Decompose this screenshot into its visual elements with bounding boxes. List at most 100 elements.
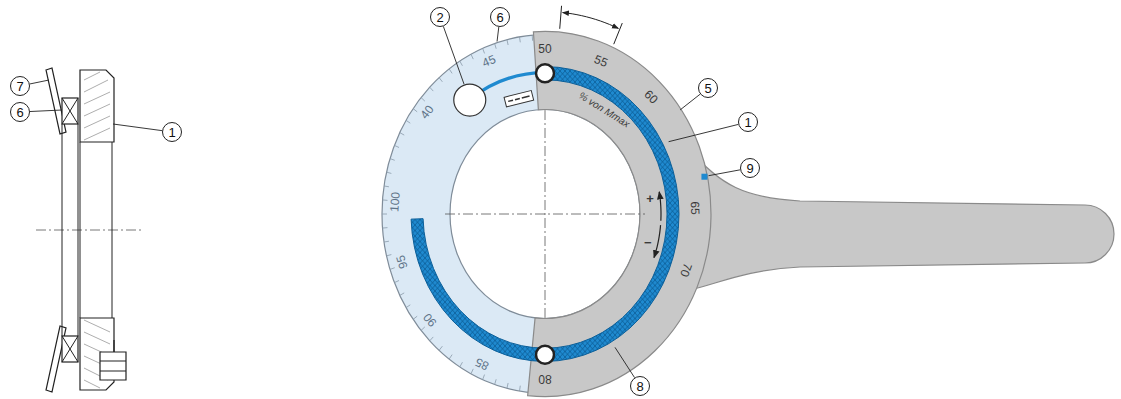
callout-circle	[11, 77, 30, 96]
center-lines	[445, 110, 645, 318]
bearing-cross	[62, 98, 78, 124]
wrench-handle	[690, 150, 1114, 290]
leader-line	[497, 27, 499, 42]
scale-tick	[495, 379, 497, 384]
scale-tick	[483, 375, 485, 380]
leader-line	[30, 80, 49, 84]
scale-tick	[460, 362, 463, 367]
scale-tick	[390, 268, 395, 270]
stamp-marks	[508, 96, 529, 101]
scale-value: 50	[537, 43, 552, 55]
bearing-box	[62, 336, 78, 362]
body-lines	[62, 124, 112, 230]
callout-number: 9	[745, 162, 754, 175]
leader-line	[615, 347, 635, 377]
callout-circle	[491, 8, 510, 27]
index-mark	[701, 174, 707, 180]
index-hole	[454, 84, 486, 116]
bearing-cross	[62, 336, 78, 362]
callout-number: 2	[435, 11, 444, 24]
leader-line	[30, 110, 62, 112]
leader-line	[708, 170, 740, 176]
center-line	[36, 230, 142, 231]
callout-number: 6	[495, 11, 504, 24]
scale-tick	[483, 48, 485, 53]
ring-hatch	[84, 72, 110, 140]
leader-line	[680, 94, 700, 110]
scale-tick	[421, 98, 425, 102]
ring-section	[80, 70, 114, 142]
scale-tick	[406, 120, 410, 123]
scale-tick	[507, 40, 508, 45]
scale-tick	[430, 337, 434, 341]
callout-number: 5	[703, 82, 712, 95]
extension-line	[614, 23, 623, 44]
scale-tick	[394, 281, 399, 283]
scale-tick	[519, 386, 521, 391]
callout-circle	[431, 8, 450, 27]
side-view	[36, 68, 142, 392]
scale-tick	[430, 87, 434, 91]
direction-arrow	[659, 192, 661, 221]
scale-tick	[394, 145, 399, 147]
callout-circle	[739, 113, 758, 132]
scale-tick	[532, 35, 533, 40]
scale-tick	[383, 227, 388, 228]
direction-sign: +	[645, 191, 655, 204]
scale-tick	[421, 327, 425, 331]
scale-tick	[387, 172, 392, 173]
scale-tick	[390, 159, 395, 161]
clamp-screw	[536, 64, 554, 82]
adjust-slot-left	[411, 219, 545, 362]
upper-section	[46, 68, 114, 230]
direction-arrow	[654, 225, 661, 258]
leader-line	[443, 26, 464, 84]
callout-circle	[631, 377, 650, 396]
scale-value: 100	[389, 191, 403, 214]
extension-line	[560, 6, 562, 29]
scale-tick	[413, 109, 417, 112]
callout-circle	[699, 79, 718, 98]
scale-tick	[471, 369, 473, 374]
scale-tick	[400, 133, 404, 135]
scale-tick	[413, 316, 417, 319]
dimension-arc	[563, 13, 619, 29]
scale-tick	[471, 54, 473, 59]
scale-tick	[383, 199, 388, 200]
scale-tick	[439, 78, 442, 82]
scale-value: 80	[537, 373, 552, 385]
bearing-box	[62, 98, 78, 124]
scale-tick	[449, 69, 452, 73]
scale-tick	[507, 383, 508, 388]
scale-value: 65	[689, 200, 702, 216]
callout-number: 7	[15, 80, 24, 93]
stamp-plate	[504, 90, 534, 106]
callout-circle	[163, 123, 182, 142]
callout-number: 1	[167, 126, 176, 139]
clamp-bolt	[100, 340, 126, 380]
direction-sign: −	[643, 236, 653, 249]
scale-tick	[449, 355, 452, 359]
scale-tick	[495, 43, 497, 48]
leader-line	[669, 124, 739, 141]
callout-number: 8	[635, 380, 644, 393]
scale-tick	[460, 61, 463, 66]
scale-tick	[382, 214, 387, 215]
scale-tick	[519, 37, 521, 42]
ring-group	[382, 31, 711, 396]
scale-tick	[439, 346, 442, 350]
front-view	[382, 6, 1114, 397]
scale-tick	[387, 255, 392, 256]
callout-circle	[11, 103, 30, 122]
scale-tick	[406, 305, 410, 308]
callout-number: 6	[15, 106, 24, 119]
clamp-screw	[536, 346, 554, 364]
stamp-box	[504, 90, 534, 106]
scale-tick	[384, 185, 389, 187]
callouts	[11, 8, 760, 396]
body-lines	[62, 230, 112, 336]
callout-number: 1	[743, 116, 752, 129]
scale-tick	[400, 293, 404, 295]
